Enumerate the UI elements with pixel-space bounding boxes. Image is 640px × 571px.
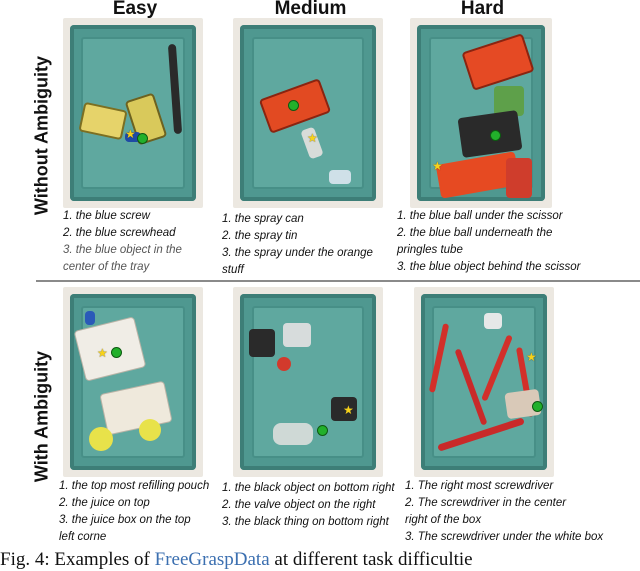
caption-without-hard: 1. the blue ball under the scissor 2. th…: [397, 210, 581, 273]
container-object: [283, 323, 311, 347]
column-header-medium: Medium: [274, 0, 347, 19]
caption-without-medium: 1. the spray can 2. the spray tin 3. the…: [222, 213, 373, 276]
blue-screw-object: [125, 132, 141, 142]
lemon-object: [139, 419, 161, 441]
photo-without-hard: ★: [410, 18, 552, 208]
star-marker: ★: [432, 159, 443, 173]
star-marker: ★: [343, 403, 354, 417]
caption-with-medium: 1. the black object on bottom right 2. t…: [222, 482, 395, 528]
column-header-easy: Easy: [112, 0, 158, 19]
bottle-cap-object: [85, 311, 95, 325]
photo-with-medium: ★: [233, 287, 383, 477]
glass-object: [273, 423, 313, 445]
black-valve-object: [249, 329, 275, 357]
star-marker: ★: [97, 346, 108, 360]
pringles-tube-object: [506, 158, 532, 198]
target-marker: [288, 100, 299, 111]
star-marker: ★: [125, 127, 136, 141]
bottle-object: [329, 170, 351, 184]
target-marker: [490, 130, 501, 141]
lemon-object: [89, 427, 113, 451]
photo-with-hard: ★: [414, 287, 554, 477]
photo-without-medium: ★: [233, 18, 383, 208]
photo-without-easy: ★: [63, 18, 203, 208]
row-label-without-ambiguity: Without Ambiguity: [31, 55, 52, 216]
photo-with-easy: ★: [63, 287, 203, 477]
row-divider: [36, 280, 640, 282]
target-marker: [111, 347, 122, 358]
white-box-object: [484, 313, 502, 329]
caption-without-easy: 1. the blue screw 2. the blue screwhead …: [63, 210, 182, 273]
caption-with-hard: 1. The right most screwdriver 2. The scr…: [405, 480, 604, 543]
dataset-link[interactable]: FreeGraspData: [154, 549, 270, 570]
star-marker: ★: [307, 131, 318, 145]
caption-with-easy: 1. the top most refilling pouch 2. the j…: [59, 480, 210, 543]
target-marker: [137, 133, 148, 144]
figure-caption: Fig. 4: Examples of FreeGraspData at dif…: [0, 549, 473, 570]
black-valve-object: [331, 397, 357, 421]
row-label-with-ambiguity: With Ambiguity: [31, 350, 52, 483]
strawberry-object: [277, 357, 291, 371]
target-marker: [317, 425, 328, 436]
star-marker: ★: [526, 350, 537, 364]
target-marker: [532, 401, 543, 412]
column-header-hard: Hard: [460, 0, 505, 19]
